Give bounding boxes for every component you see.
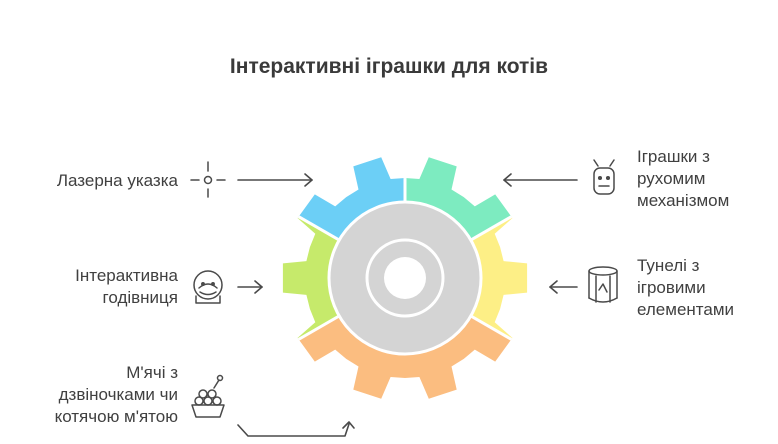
arrow-feeder: [237, 280, 263, 294]
label-balls: М'ячі з дзвіночками чи котячою м'ятою: [55, 362, 178, 428]
page-title: Інтерактивні іграшки для котів: [229, 55, 549, 78]
label-line: Лазерна указка: [56, 171, 178, 190]
label-line: годівниця: [102, 288, 178, 307]
label-line: котячою м'ятою: [54, 407, 178, 426]
moving-toy-icon: [593, 159, 615, 195]
laser-pointer-icon: [190, 161, 226, 198]
arrow-mechanical: [503, 173, 578, 187]
label-line: Інтерактивна: [75, 266, 178, 285]
arrow-laser: [237, 173, 313, 187]
label-line: елементами: [637, 300, 735, 319]
gear-sector-feeder: [282, 188, 405, 368]
label-laser-pointer: Лазерна указка: [57, 170, 178, 192]
gear-hub-hole: [384, 257, 426, 299]
label-line: механізмом: [637, 191, 730, 210]
label-line: дзвіночками чи: [58, 385, 178, 404]
label-interactive-feeder: Інтерактивна годівниця: [75, 265, 178, 309]
balls-basket-icon: [191, 374, 225, 418]
label-mechanical-toys: Іграшки з рухомим механізмом: [637, 146, 729, 212]
label-line: Іграшки з: [637, 147, 710, 166]
label-line: Тунелі з: [637, 256, 700, 275]
label-tunnels: Тунелі з ігровими елементами: [637, 255, 734, 321]
label-line: М'ячі з: [126, 363, 178, 382]
gear-sector-tunnels: [405, 188, 528, 368]
label-line: ігровими: [637, 278, 706, 297]
cat-feeder-icon: [193, 270, 223, 304]
tunnel-icon: [588, 266, 618, 303]
label-line: рухомим: [637, 169, 706, 188]
arrow-balls: [237, 421, 355, 437]
arrow-tunnels: [549, 280, 578, 294]
